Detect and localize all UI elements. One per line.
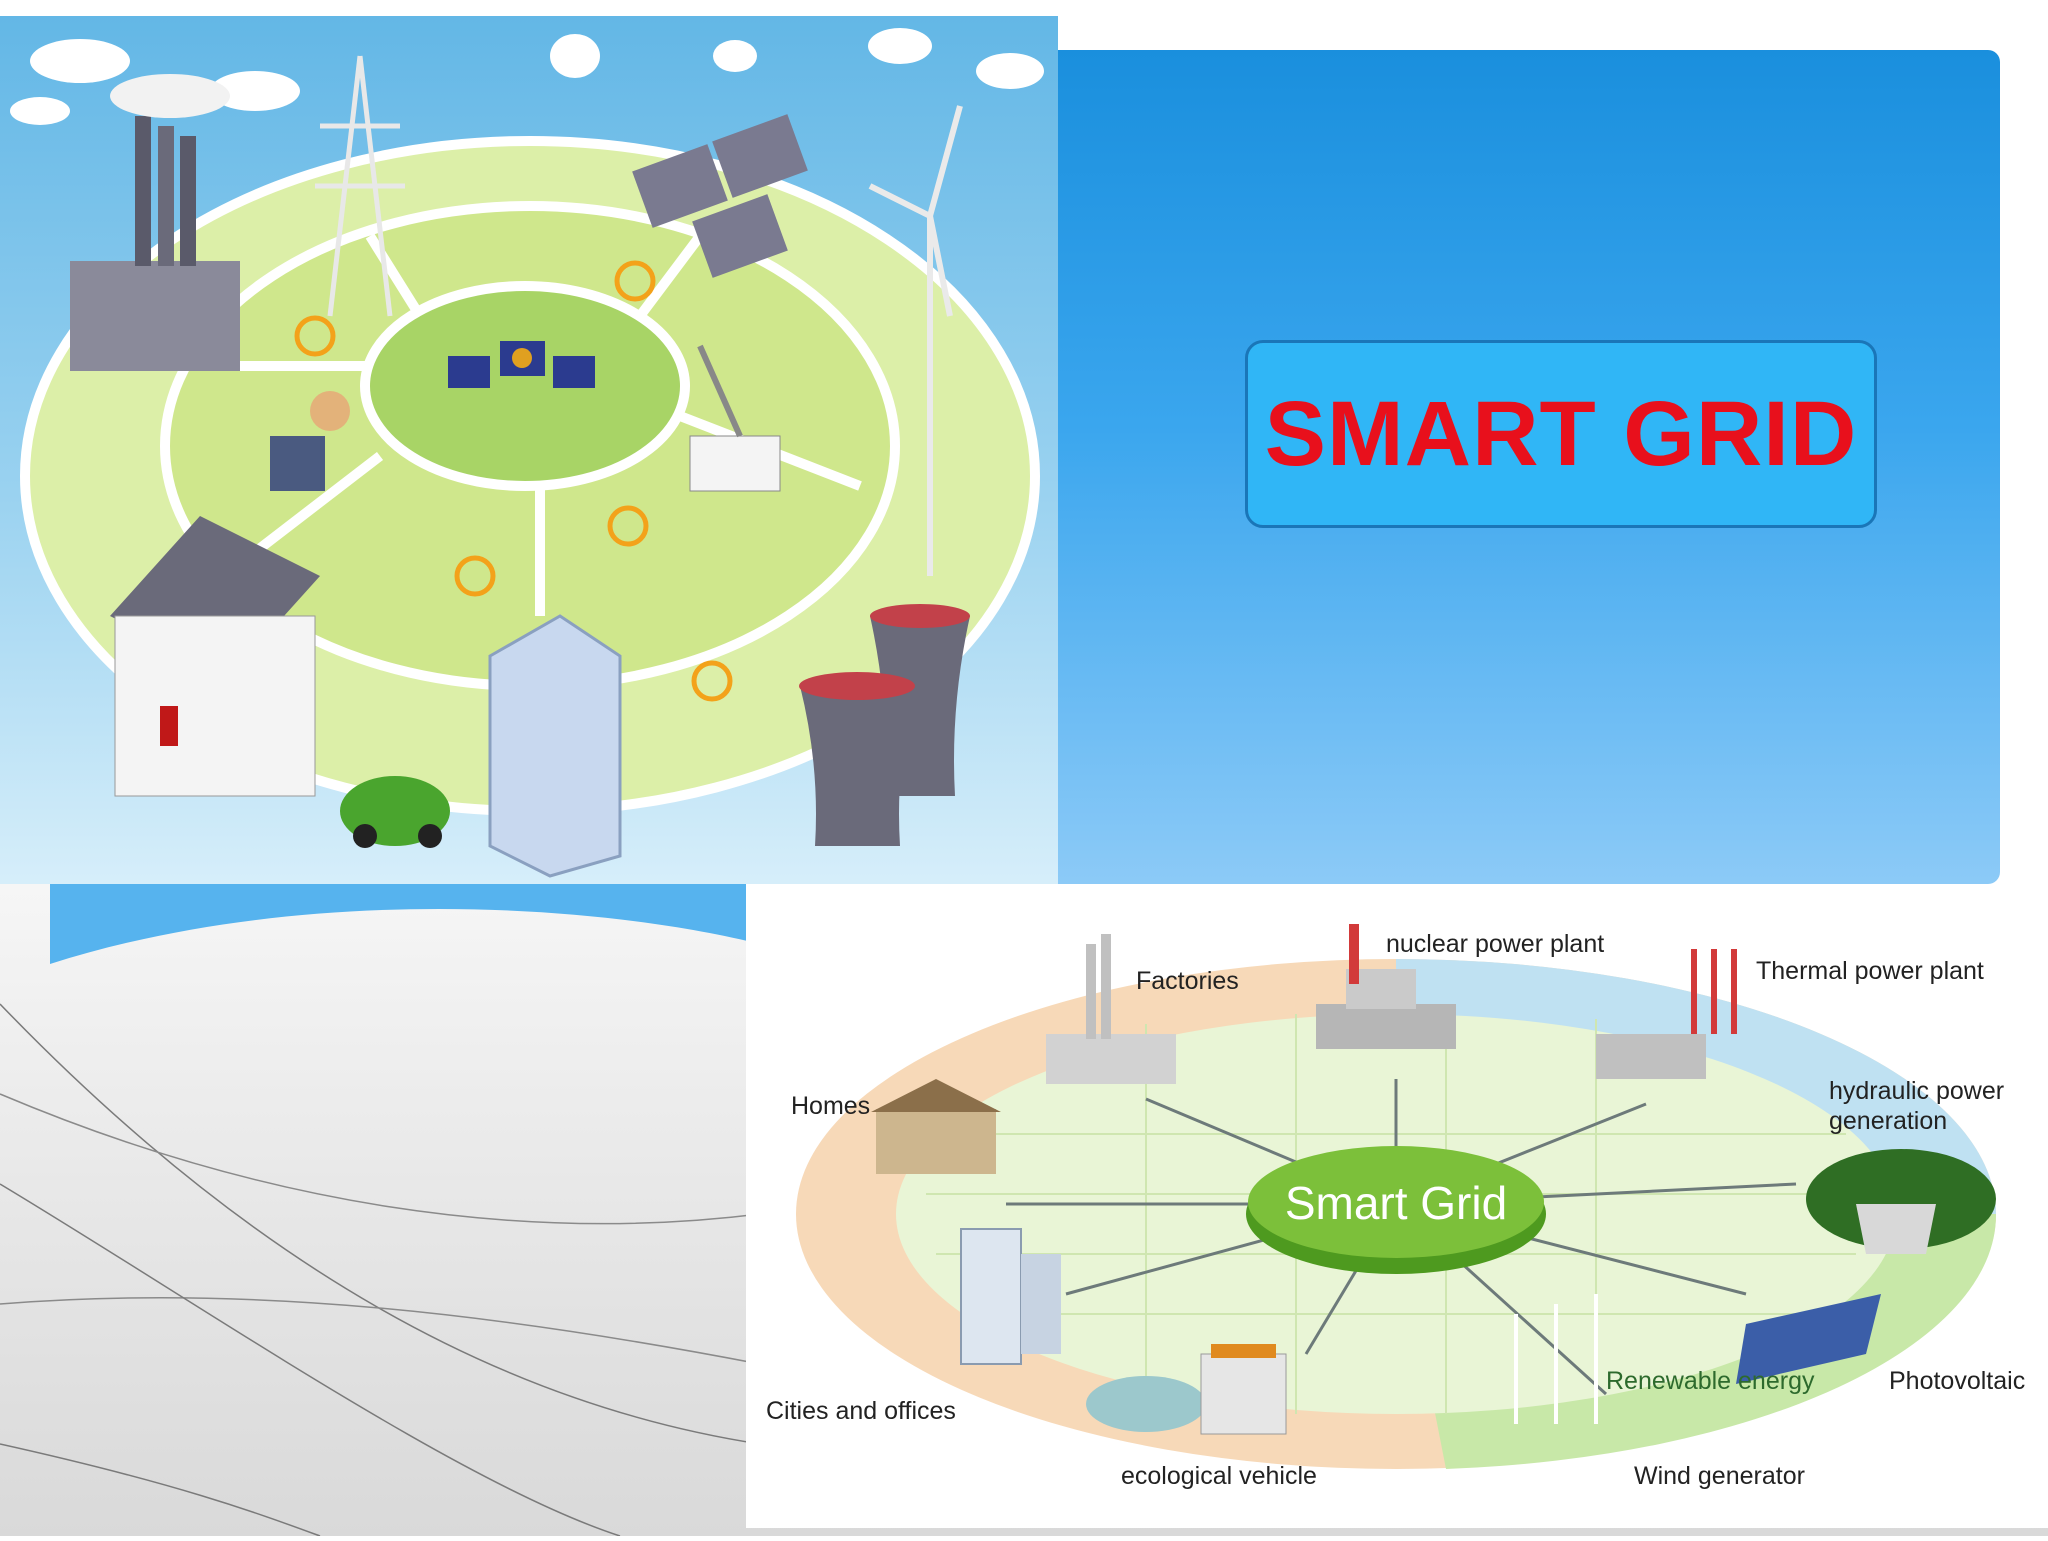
- center-node: [1248, 1146, 1544, 1258]
- center-hub: [360, 281, 690, 491]
- label-cities: Cities and offices: [766, 1397, 956, 1425]
- service-truck: [689, 344, 781, 492]
- label-renewable: Renewable energy: [1606, 1367, 1815, 1395]
- title-box: SMART GRID: [1245, 340, 1877, 528]
- factory: [70, 74, 240, 371]
- operator-icon: [270, 391, 350, 491]
- label-hydraulic-1: hydraulic power: [1829, 1077, 2004, 1105]
- office-building: [488, 614, 622, 878]
- label-photovoltaic: Photovoltaic: [1889, 1367, 2025, 1395]
- clouds: [10, 28, 1044, 125]
- center-label: Smart Grid: [1285, 1177, 1507, 1229]
- thermal-plant-icon: [1596, 949, 1737, 1079]
- wind-turbines-icon: [1514, 1294, 1598, 1424]
- smart-grid-illustration: [0, 16, 1058, 884]
- solar-panels: [632, 114, 808, 278]
- electric-car: [340, 776, 450, 848]
- diagram-svg: Smart Grid: [766, 924, 2025, 1490]
- label-homes: Homes: [791, 1092, 870, 1120]
- office-buildings-icon: [960, 1228, 1061, 1365]
- homes-icon: [871, 1079, 1001, 1174]
- label-thermal: Thermal power plant: [1756, 957, 1984, 985]
- cooling-towers: [799, 604, 970, 846]
- house: [110, 516, 320, 797]
- photovoltaic-icon: [1736, 1294, 1881, 1384]
- hydraulic-dam-icon: [1806, 1149, 1996, 1254]
- label-hydraulic-2: generation: [1829, 1107, 1947, 1135]
- transmission-tower: [315, 55, 405, 317]
- label-wind: Wind generator: [1634, 1462, 1805, 1490]
- wireless-signal-icons: [294, 260, 733, 702]
- nuclear-plant-icon: [1316, 924, 1456, 1049]
- smart-grid-diagram: Smart Grid: [746, 884, 2048, 1528]
- label-factories: Factories: [1136, 967, 1239, 995]
- label-vehicle: ecological vehicle: [1121, 1462, 1317, 1490]
- illustration-scene: [10, 28, 1044, 878]
- vehicle-battery-icon: [1086, 1344, 1287, 1435]
- control-center-monitors: [448, 341, 595, 388]
- wind-turbine: [868, 105, 963, 576]
- page-title: SMART GRID: [1264, 382, 1858, 485]
- factory-icon: [1046, 934, 1176, 1084]
- label-nuclear: nuclear power plant: [1386, 930, 1604, 958]
- background-curves: [0, 884, 761, 1537]
